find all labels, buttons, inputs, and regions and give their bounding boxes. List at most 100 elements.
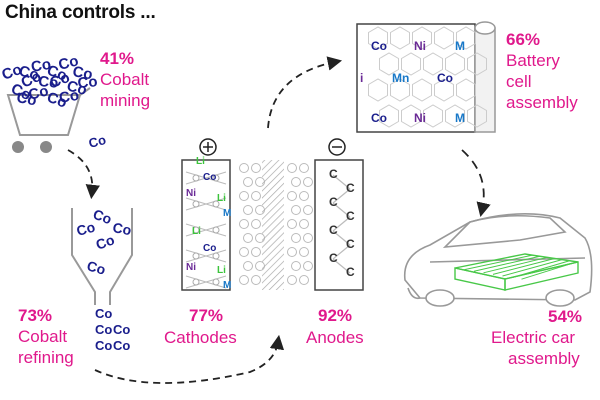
cobalt-atom: Co xyxy=(0,61,24,84)
lithium-atom: Li xyxy=(217,265,226,276)
cobalt-atom: Co xyxy=(87,132,108,151)
cobalt-atom: Co xyxy=(437,71,453,85)
cobalt-atom: Co xyxy=(94,231,117,252)
electrolyte-particle xyxy=(239,275,249,285)
electrolyte-particle xyxy=(243,177,253,187)
carbon-atom: C xyxy=(329,251,338,265)
minus-terminal-icon xyxy=(328,138,346,156)
manganese-atom: M xyxy=(455,39,465,53)
stage-label-electric-car-line1: Electric car xyxy=(491,328,576,347)
cobalt-atom: Co xyxy=(17,62,41,84)
electrolyte-particle xyxy=(287,247,297,257)
electrolyte-particle xyxy=(303,205,313,215)
nickel-atom: Ni xyxy=(414,111,426,125)
cobalt-atom-falling: Co xyxy=(87,132,108,151)
electrolyte-particles xyxy=(239,163,313,285)
lithium-atom: Li xyxy=(192,226,201,237)
electrolyte-particle xyxy=(299,275,309,285)
cobalt-atom: Co xyxy=(113,322,130,337)
cobalt-atom: Co xyxy=(91,206,114,227)
electrolyte-particle xyxy=(251,191,261,201)
cobalt-atom: Co xyxy=(65,77,89,99)
electrolyte-particle xyxy=(287,163,297,173)
electrolyte-particle xyxy=(239,191,249,201)
electrolyte-particle xyxy=(243,233,253,243)
stage-percent-cobalt-refining: 73% xyxy=(18,306,53,325)
cobalt-atom: Co xyxy=(371,39,387,53)
refining-funnel-icon xyxy=(71,208,133,305)
cobalt-atom: Co xyxy=(45,62,70,85)
electrolyte-particle xyxy=(291,205,301,215)
electrolyte-particle xyxy=(299,163,309,173)
cobalt-atom: Co xyxy=(77,73,98,92)
mining-cart-icon xyxy=(6,87,91,153)
flow-arrow-mining-to-refining xyxy=(67,149,100,200)
carbon-atom: C xyxy=(329,195,338,209)
cobalt-atom: Co xyxy=(15,89,38,109)
stage-percent-anodes: 92% xyxy=(318,306,353,325)
carbon-atom: C xyxy=(329,167,338,181)
electrolyte-particle xyxy=(303,233,313,243)
cobalt-atom: Co xyxy=(45,89,70,112)
stage-label-battery-cell-line2: cell xyxy=(506,72,532,91)
carbon-atom: C xyxy=(346,265,355,279)
cobalt-atom: Co xyxy=(95,338,112,353)
electrolyte-particle xyxy=(239,247,249,257)
cobalt-atom: Co xyxy=(75,219,97,239)
cobalt-atom: Co xyxy=(58,87,81,107)
nickel-atom: Ni xyxy=(186,188,196,199)
flow-arrow-cell-to-car xyxy=(461,149,491,218)
electrolyte-particle xyxy=(243,205,253,215)
cobalt-atom: Co xyxy=(113,338,130,353)
electrolyte-particle xyxy=(291,233,301,243)
carbon-atom: C xyxy=(346,181,355,195)
separator-membrane xyxy=(262,160,284,290)
stage-label-cobalt-refining-line1: Cobalt xyxy=(18,327,68,346)
electric-car-icon xyxy=(403,213,593,307)
cobalt-atom: Co xyxy=(19,68,44,92)
nickel-atom: Ni xyxy=(414,39,426,53)
electrolyte-particle xyxy=(303,261,313,271)
cobalt-atom: Co xyxy=(27,82,51,104)
cobalt-atom: Co xyxy=(203,172,216,183)
plus-terminal-icon xyxy=(199,138,217,156)
stage-label-cobalt-mining-line1: Cobalt xyxy=(100,70,150,89)
lithium-atom: Li xyxy=(196,156,205,167)
stage-label-cathodes: Cathodes xyxy=(164,328,237,347)
stage-label-anodes: Anodes xyxy=(306,328,364,347)
flow-arrow-refining-to-cathodes xyxy=(94,334,285,384)
manganese-atom: M xyxy=(455,111,465,125)
cobalt-atom: Co xyxy=(371,111,387,125)
electrolyte-particle xyxy=(251,275,261,285)
carbon-atom: C xyxy=(346,237,355,251)
stage-percent-cathodes: 77% xyxy=(189,306,224,325)
electrolyte-particle xyxy=(291,177,301,187)
electrolyte-particle xyxy=(287,275,297,285)
electrolyte-particle xyxy=(303,177,313,187)
battery-cell-roll xyxy=(356,21,496,133)
stage-label-electric-car-line2: assembly xyxy=(508,349,580,368)
battery-pack-icon xyxy=(454,253,579,291)
electrolyte-particle xyxy=(299,191,309,201)
manganese-atom: Mn xyxy=(392,71,409,85)
cobalt-atom: Co xyxy=(85,257,107,277)
nickel-atom: Ni xyxy=(186,262,196,273)
stage-label-battery-cell-line3: assembly xyxy=(506,93,578,112)
page-title: China controls ... xyxy=(5,2,156,23)
electrolyte-particle xyxy=(291,261,301,271)
flow-arrow-to-cell-assembly xyxy=(267,56,343,129)
cobalt-atom: Co xyxy=(48,69,73,92)
electrolyte-particle xyxy=(251,247,261,257)
lithium-atom: Li xyxy=(217,193,226,204)
electrolyte-particle xyxy=(239,163,249,173)
cobalt-atom: Co xyxy=(57,52,81,74)
stage-label-cobalt-mining-line2: mining xyxy=(100,91,151,110)
cobalt-atom: Co xyxy=(38,73,59,92)
electrolyte-particle xyxy=(243,261,253,271)
